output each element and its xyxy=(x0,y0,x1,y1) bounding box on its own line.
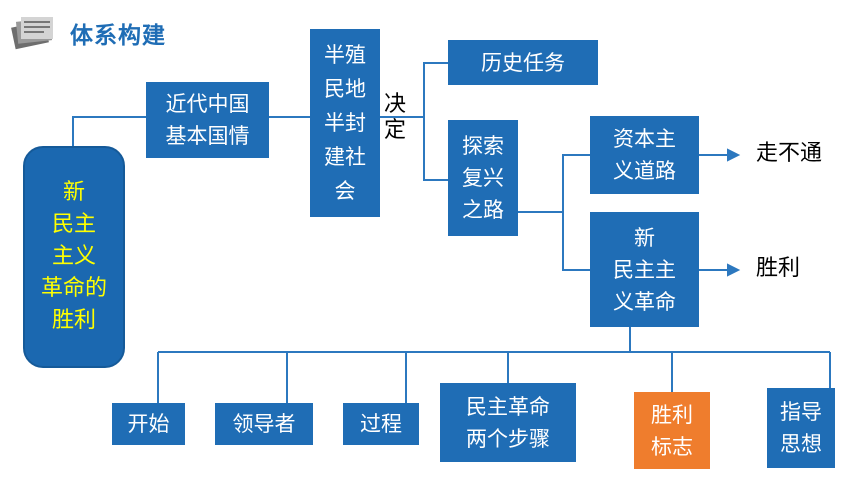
node-historical-task: 历史任务 xyxy=(448,40,598,85)
node-two-steps: 民主革命 两个步骤 xyxy=(440,383,576,462)
node-capitalist-road: 资本主 义道路 xyxy=(590,116,699,194)
node-exploration-path: 探索 复兴 之路 xyxy=(448,120,518,236)
main-node-victory-of-revolution: 新 民主 主义 革命的 胜利 xyxy=(23,146,125,368)
node-start: 开始 xyxy=(112,403,185,445)
label-victory: 胜利 xyxy=(756,256,801,281)
label-not-work: 走不通 xyxy=(756,141,823,166)
node-victory-sign: 胜利 标志 xyxy=(634,392,710,469)
node-process: 过程 xyxy=(343,403,419,445)
label-decides: 决 定 xyxy=(384,92,407,143)
header-icon xyxy=(10,14,56,50)
node-semi-colonial-society: 半殖 民地 半封 建社 会 xyxy=(310,29,380,217)
node-national-conditions: 近代中国 基本国情 xyxy=(146,82,269,158)
node-guiding-thought: 指导 思想 xyxy=(767,388,835,468)
node-new-democratic-revolution: 新 民主主 义革命 xyxy=(590,212,699,327)
node-leader: 领导者 xyxy=(215,403,313,445)
page-title: 体系构建 xyxy=(70,23,166,49)
